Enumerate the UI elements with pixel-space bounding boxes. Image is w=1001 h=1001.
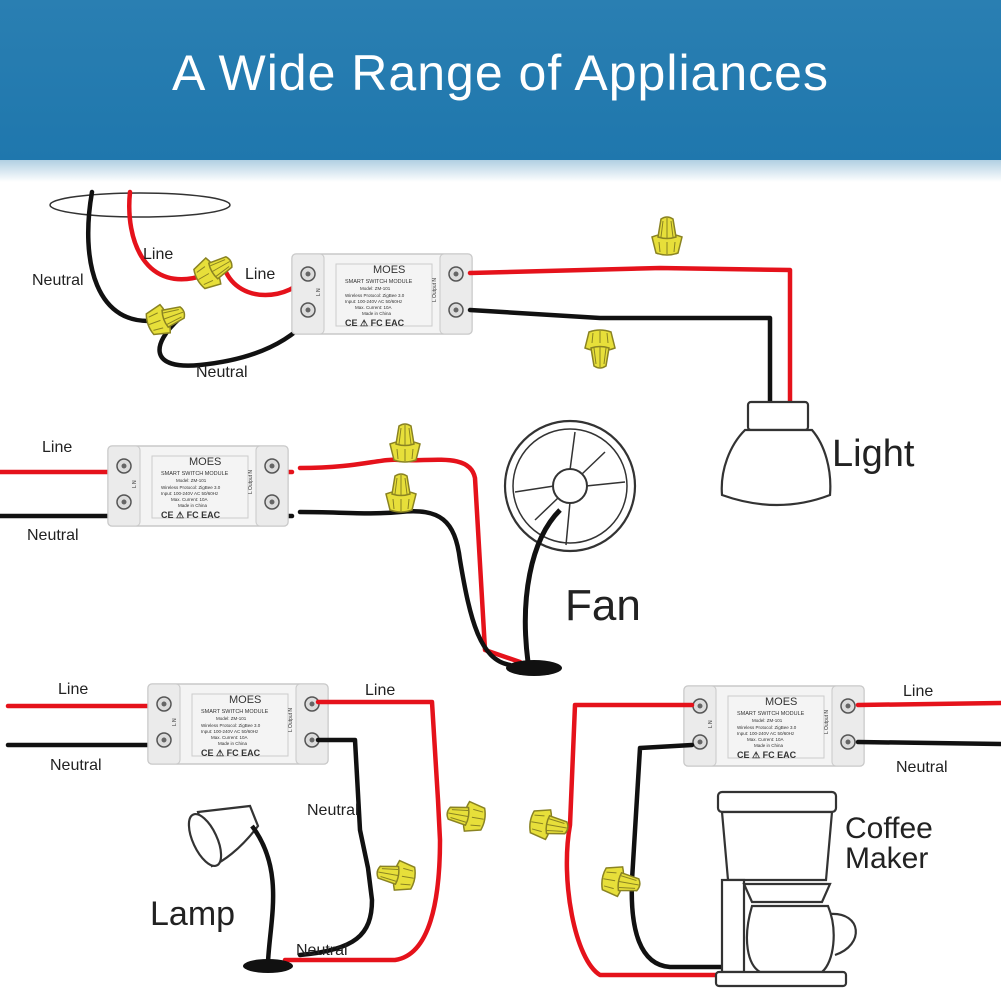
module-protocol: Wireless Protocol: ZigBee 3.0 [201,723,261,728]
neutral-label: Neutral [50,757,102,774]
module-name: SMART SWITCH MODULE [201,709,269,715]
neutral-wire [297,509,513,668]
neutral-label: Neutral [32,272,84,289]
line-wire [282,699,443,963]
module-certification-marks: CE ⚠ FC EAC [737,750,797,760]
wire-nut [189,247,239,294]
module-input: Input: 100-240V AC 50/60Hz [737,731,795,736]
module-input: Input: 100-240V AC 50/60Hz [161,491,219,496]
line-wire [467,265,793,411]
module-input: Input: 100-240V AC 50/60Hz [201,729,259,734]
line-label: Line [245,266,275,283]
module-model: Model: ZM-101 [216,716,247,721]
module-protocol: Wireless Protocol: ZigBee 3.0 [737,725,797,730]
module-protocol: Wireless Protocol: ZigBee 3.0 [161,485,221,490]
neutral-wire [467,307,773,411]
wire-nut [443,797,489,835]
coffee-maker-icon [714,790,857,988]
module-current: Max. Current: 10A [747,737,784,742]
appliance-label-fan: Fan [565,581,641,630]
module-origin: Made in China [754,743,784,748]
line-label: Line [903,683,933,700]
light-bulb-icon [720,400,832,507]
wire-nut [584,329,616,369]
module-current: Max. Current: 10A [211,735,248,740]
module-input: Input: 100-240V AC 50/60Hz [345,299,403,304]
line-label: Line [42,439,72,456]
module-output-side-label: L Output N [432,278,438,302]
title-banner [0,0,1001,160]
module-brand: MOES [229,694,261,706]
wire-nut [598,863,644,901]
fan-icon [503,419,637,676]
module-input-side-label: L N [316,288,322,296]
neutral-label: Neutral [307,802,359,819]
neutral-label: Neutral [896,759,948,776]
neutral-wire [855,739,1001,747]
desk-lamp-icon [187,804,293,973]
banner-shadow [0,160,1001,182]
module-current: Max. Current: 10A [171,497,208,502]
module-name: SMART SWITCH MODULE [161,471,229,477]
module-input-side-label: L N [708,720,714,728]
wire-nut [526,806,572,844]
page-title: A Wide Range of Appliances [172,45,829,101]
module-model: Model: ZM-101 [176,478,207,483]
line-label: Line [365,682,395,699]
neutral-label: Neutral [27,527,79,544]
module-certification-marks: CE ⚠ FC EAC [201,748,261,758]
wire-nut [385,473,417,513]
wire-nut [142,296,190,340]
line-label: Line [58,681,88,698]
neutral-label: Neutral [196,364,248,381]
module-brand: MOES [373,264,405,276]
neutral-wire [157,315,311,368]
neutral-label: Neutral [296,942,348,959]
appliance-label-light: Light [832,433,915,475]
module-output-side-label: L Output N [288,708,294,732]
module-input-side-label: L N [172,718,178,726]
wire-nut [651,216,683,256]
appliance-label-lamp: Lamp [150,895,235,933]
module-model: Model: ZM-101 [360,286,391,291]
module-current: Max. Current: 10A [355,305,392,310]
module-name: SMART SWITCH MODULE [737,711,805,717]
module-certification-marks: CE ⚠ FC EAC [345,318,405,328]
module-name: SMART SWITCH MODULE [345,279,413,285]
module-protocol: Wireless Protocol: ZigBee 3.0 [345,293,405,298]
appliance-label-coffee: Coffee [845,812,933,845]
module-output-side-label: L Output N [248,470,254,494]
wire-nut [389,423,421,463]
module-origin: Made in China [362,311,392,316]
module-certification-marks: CE ⚠ FC EAC [161,510,221,520]
wire-nut [373,856,419,894]
module-brand: MOES [189,456,221,468]
line-label: Line [143,246,173,263]
module-model: Model: ZM-101 [752,718,783,723]
module-origin: Made in China [178,503,208,508]
neutral-wire [297,737,375,958]
line-wire [855,700,1001,708]
module-brand: MOES [765,696,797,708]
line-wire [127,189,208,282]
neutral-wire [85,189,163,324]
module-origin: Made in China [218,741,248,746]
ceiling-box [49,192,231,218]
module-output-side-label: L Output N [824,710,830,734]
module-input-side-label: L N [132,480,138,488]
line-wire [564,702,743,978]
appliance-label-maker: Maker [845,842,928,875]
